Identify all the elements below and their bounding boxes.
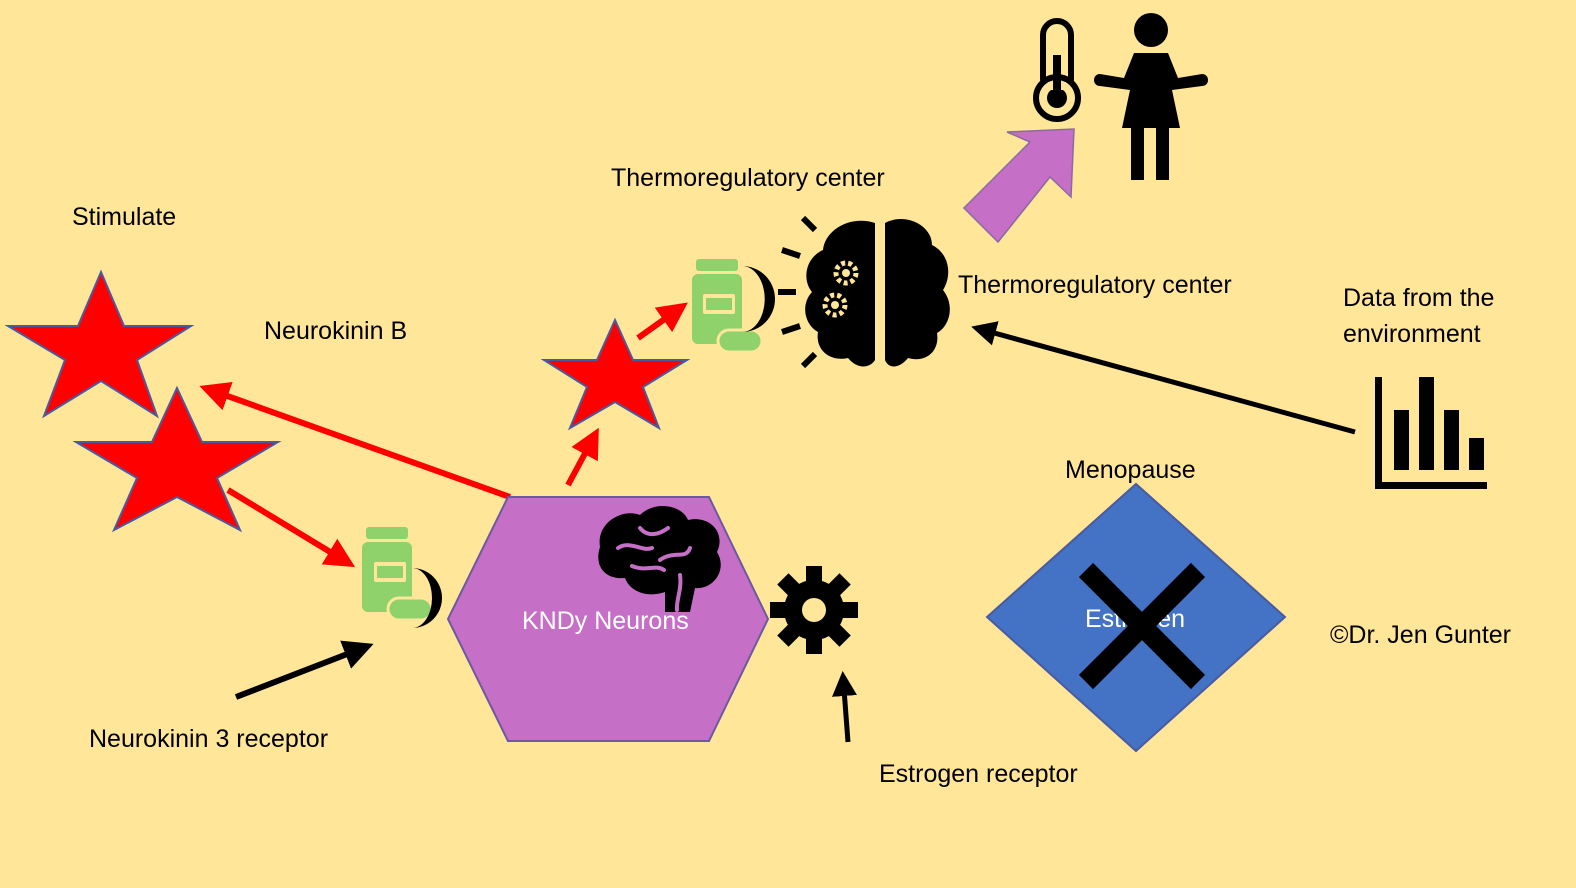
pill-bottle-icon-top bbox=[692, 259, 775, 354]
pill-bottle-icon bbox=[362, 527, 442, 628]
red-arrow-kndy-to-stars bbox=[199, 381, 512, 500]
thermoregulatory-center-top-label: Thermoregulatory center bbox=[611, 164, 885, 192]
gear-icon bbox=[770, 566, 858, 654]
neurokinin-b-star-2 bbox=[72, 385, 282, 533]
neurokinin-b-star-small bbox=[540, 317, 691, 431]
kndy-neurons-label: KNDy Neurons bbox=[522, 607, 689, 635]
red-arrow-star-to-receptor bbox=[226, 487, 356, 568]
neurokinin-3-receptor-label: Neurokinin 3 receptor bbox=[89, 725, 328, 753]
brain-gears-icon bbox=[778, 215, 950, 369]
heat-arrow bbox=[962, 128, 1075, 244]
stimulate-label: Stimulate bbox=[72, 203, 176, 231]
neurokinin-b-label: Neurokinin B bbox=[264, 317, 407, 345]
brain-icon bbox=[598, 505, 721, 612]
black-arrow-environment-data bbox=[971, 321, 1356, 435]
data-from-environment-line2: environment bbox=[1343, 320, 1481, 348]
data-from-environment-line1: Data from the bbox=[1343, 284, 1494, 312]
red-arrow-star-to-receptor-top bbox=[636, 302, 688, 341]
thermometer-icon bbox=[1033, 18, 1081, 122]
woman-icon bbox=[1094, 13, 1208, 180]
black-arrow-estrogen-receptor bbox=[832, 671, 857, 743]
red-arrow-kndy-to-star bbox=[565, 427, 599, 487]
copyright-label: ©Dr. Jen Gunter bbox=[1330, 621, 1511, 649]
x-cross-icon bbox=[1078, 562, 1206, 690]
thermoregulatory-center-right-label: Thermoregulatory center bbox=[958, 271, 1232, 299]
bar-chart-icon bbox=[1375, 377, 1487, 489]
estrogen-receptor-label: Estrogen receptor bbox=[879, 760, 1078, 788]
menopause-label: Menopause bbox=[1065, 456, 1196, 484]
black-arrow-nk3-receptor bbox=[234, 640, 374, 700]
neurokinin-b-star-1 bbox=[4, 269, 195, 419]
